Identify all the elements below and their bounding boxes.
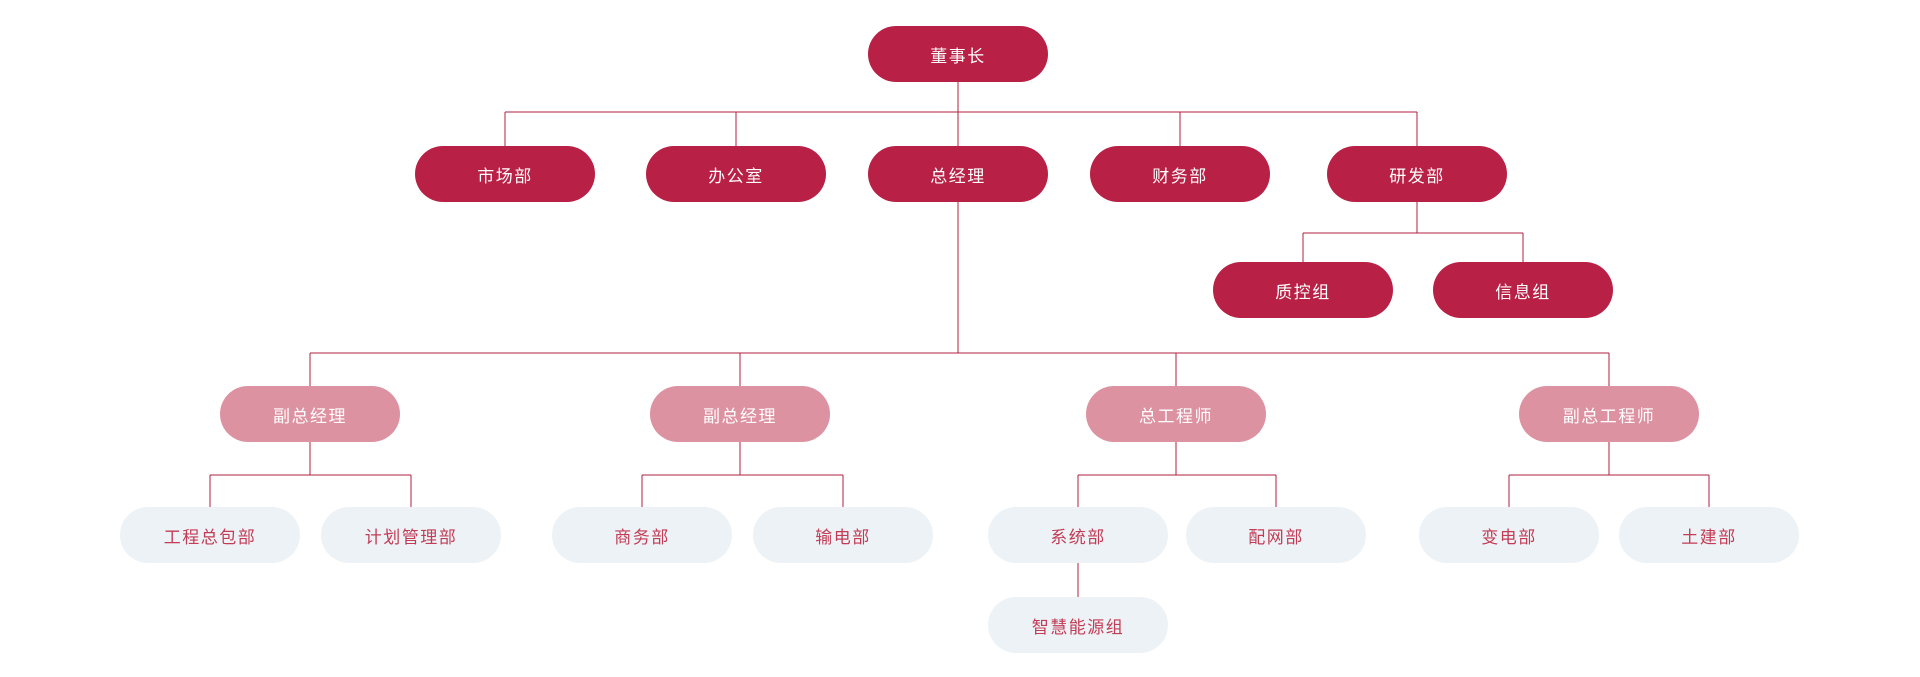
org-node-chairman[interactable]: 董事长 <box>868 26 1048 82</box>
org-node-office[interactable]: 办公室 <box>646 146 826 202</box>
org-node-label: 工程总包部 <box>163 527 257 548</box>
org-node-label: 系统部 <box>1050 527 1106 548</box>
org-node-label: 变电部 <box>1481 527 1537 548</box>
org-node-substation[interactable]: 变电部 <box>1419 507 1599 563</box>
org-node-label: 计划管理部 <box>364 527 458 548</box>
org-node-marketing[interactable]: 市场部 <box>415 146 595 202</box>
org-node-planning[interactable]: 计划管理部 <box>321 507 501 563</box>
org-node-label: 输电部 <box>815 527 871 548</box>
org-node-label: 董事长 <box>930 46 986 67</box>
org-node-label: 智慧能源组 <box>1031 617 1125 638</box>
org-node-label: 财务部 <box>1152 166 1208 187</box>
org-node-quality-control[interactable]: 质控组 <box>1213 262 1393 318</box>
org-node-label: 信息组 <box>1495 282 1551 303</box>
org-node-finance[interactable]: 财务部 <box>1090 146 1270 202</box>
org-node-transmission[interactable]: 输电部 <box>753 507 933 563</box>
org-node-label: 配网部 <box>1248 527 1304 548</box>
org-node-deputy-gm-1[interactable]: 副总经理 <box>220 386 400 442</box>
org-node-general-manager[interactable]: 总经理 <box>868 146 1048 202</box>
org-node-system[interactable]: 系统部 <box>988 507 1168 563</box>
org-node-label: 商务部 <box>614 527 670 548</box>
org-node-smart-energy[interactable]: 智慧能源组 <box>988 597 1168 653</box>
org-node-label: 土建部 <box>1681 527 1737 548</box>
org-node-label: 市场部 <box>477 166 533 187</box>
org-node-label: 办公室 <box>708 166 764 187</box>
org-node-deputy-gm-2[interactable]: 副总经理 <box>650 386 830 442</box>
org-node-civil[interactable]: 土建部 <box>1619 507 1799 563</box>
org-node-information[interactable]: 信息组 <box>1433 262 1613 318</box>
org-node-commerce[interactable]: 商务部 <box>552 507 732 563</box>
org-node-deputy-chief-engineer[interactable]: 副总工程师 <box>1519 386 1699 442</box>
org-node-epc[interactable]: 工程总包部 <box>120 507 300 563</box>
org-node-label: 副总工程师 <box>1562 406 1656 427</box>
org-node-label: 研发部 <box>1389 166 1445 187</box>
org-node-label: 副总经理 <box>273 406 347 427</box>
org-node-rnd[interactable]: 研发部 <box>1327 146 1507 202</box>
org-node-distribution[interactable]: 配网部 <box>1186 507 1366 563</box>
org-node-chief-engineer[interactable]: 总工程师 <box>1086 386 1266 442</box>
org-node-label: 质控组 <box>1275 282 1331 303</box>
org-node-label: 副总经理 <box>703 406 777 427</box>
org-node-label: 总经理 <box>930 166 986 187</box>
org-node-label: 总工程师 <box>1139 406 1213 427</box>
